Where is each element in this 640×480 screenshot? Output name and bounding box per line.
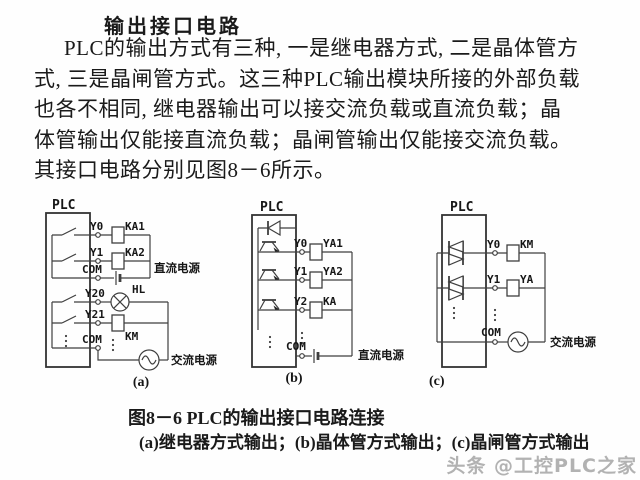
- terminal-y2: [299, 307, 305, 313]
- coil-label-ya1: YA1: [323, 237, 343, 250]
- terminal-label-com: COM: [481, 326, 501, 339]
- plc-box: [251, 214, 297, 368]
- terminal-label-y1: Y1: [294, 265, 308, 278]
- subfigure-label-b: (b): [285, 371, 302, 386]
- terminal-y21: [95, 320, 101, 326]
- terminal-label-y21: Y21: [85, 308, 105, 321]
- ac-source-label: 交流电源: [550, 335, 596, 349]
- continuation-dots: [268, 331, 304, 349]
- terminal-label-com: COM: [286, 340, 306, 353]
- terminal-y1: [95, 258, 101, 264]
- terminal-y0: [299, 249, 305, 255]
- terminal-label-y20: Y20: [85, 287, 105, 300]
- lamp-icon: [100, 292, 168, 312]
- plc-box: [441, 214, 487, 368]
- transistor-icon: [258, 241, 300, 253]
- coil-ka1: [111, 226, 125, 244]
- watermark: 头条 @工控PLC之家: [446, 455, 637, 477]
- coil-label-ya: YA: [520, 273, 534, 286]
- transistor-icon: [258, 299, 300, 311]
- triac-icon: [437, 240, 493, 266]
- coil-ka: [309, 301, 323, 319]
- body-text-line: 式, 三是晶闸管方式。这三种PLC输出模块所接的外部负载: [34, 66, 581, 91]
- terminal-com: [492, 339, 498, 345]
- ac-source-label: 交流电源: [171, 353, 217, 367]
- coil-label-km: KM: [125, 330, 139, 343]
- terminal-label-com2: COM: [82, 333, 102, 346]
- terminal-label-com1: COM: [82, 263, 102, 276]
- relay-contact-icon: [51, 294, 96, 348]
- coil-label-ka1: KA1: [125, 220, 145, 233]
- coil-km: [111, 314, 125, 332]
- diode-icon: [258, 219, 296, 237]
- body-paragraph: PLC的输出方式有三种, 一是继电器方式, 二是晶体管方 式, 三是晶闸管方式。…: [34, 33, 620, 186]
- plc-label: PLC: [450, 200, 473, 215]
- terminal-y20: [95, 299, 101, 305]
- terminal-y1: [492, 285, 498, 291]
- ac-source-icon: [497, 331, 545, 353]
- body-text-line: 其接口电路分别见图8－6所示。: [34, 158, 336, 182]
- relay-contact-icon: [51, 227, 96, 278]
- continuation-dots: [64, 334, 115, 352]
- coil-ya: [506, 279, 520, 297]
- battery-icon: [304, 349, 352, 363]
- terminal-com: [299, 353, 305, 359]
- coil-ka2: [111, 252, 125, 270]
- terminal-label-y0: Y0: [487, 238, 500, 251]
- terminal-label-y0: Y0: [294, 237, 307, 250]
- terminal-label-y1: Y1: [487, 273, 501, 286]
- triac-icon: [437, 275, 493, 301]
- coil-label-km: KM: [520, 238, 534, 251]
- terminal-label-y2: Y2: [294, 295, 307, 308]
- coil-label-ka: KA: [323, 295, 337, 308]
- continuation-dots: [452, 306, 497, 322]
- figure-caption-subtitle: (a)继电器方式输出；(b)晶体管方式输出；(c)晶闸管方式输出: [139, 433, 590, 452]
- body-text-line: 体管输出仅能接直流负载；晶闸管输出仅能接交流负载。: [34, 127, 572, 152]
- section-title: 输出接口电路: [104, 16, 242, 38]
- circuit-diagram-relay-output: PLC Y0 Y1 COM KA1 KA2 直流电源: [45, 198, 217, 390]
- terminal-label-y1: Y1: [90, 246, 104, 259]
- coil-label-ka2: KA2: [125, 246, 145, 259]
- coil-ya2: [309, 271, 323, 289]
- lamp-label-hl: HL: [132, 283, 146, 296]
- terminal-y1: [299, 277, 305, 283]
- terminal-label-y0: Y0: [90, 220, 103, 233]
- body-text-line: 也各不相同, 继电器输出可以接交流负载或直流负载；晶: [34, 97, 562, 121]
- circuit-diagram-thyristor-output: PLC: [429, 200, 596, 389]
- figure-caption-title: 图8－6 PLC的输出接口电路连接: [128, 408, 385, 428]
- terminal-com2: [95, 345, 101, 351]
- coil-km: [506, 244, 520, 262]
- dc-source-label: 直流电源: [154, 261, 200, 275]
- dc-source-label: 直流电源: [358, 348, 404, 362]
- transistor-icon: [258, 269, 300, 281]
- subfigure-label-c: (c): [429, 374, 445, 389]
- plc-label: PLC: [260, 200, 283, 215]
- terminal-com1: [95, 275, 101, 281]
- battery-icon: [100, 271, 150, 285]
- subfigure-label-a: (a): [133, 375, 150, 390]
- plc-box: [45, 212, 91, 368]
- circuit-diagram-transistor-output: PLC: [251, 200, 404, 386]
- coil-label-ya2: YA2: [323, 265, 343, 278]
- terminal-y0: [95, 232, 101, 238]
- terminal-y0: [492, 250, 498, 256]
- plc-label: PLC: [52, 198, 75, 213]
- coil-ya1: [309, 243, 323, 261]
- body-text-line: PLC的输出方式有三种, 一是继电器方式, 二是晶体管方: [64, 36, 579, 60]
- ac-source-icon: [97, 349, 168, 371]
